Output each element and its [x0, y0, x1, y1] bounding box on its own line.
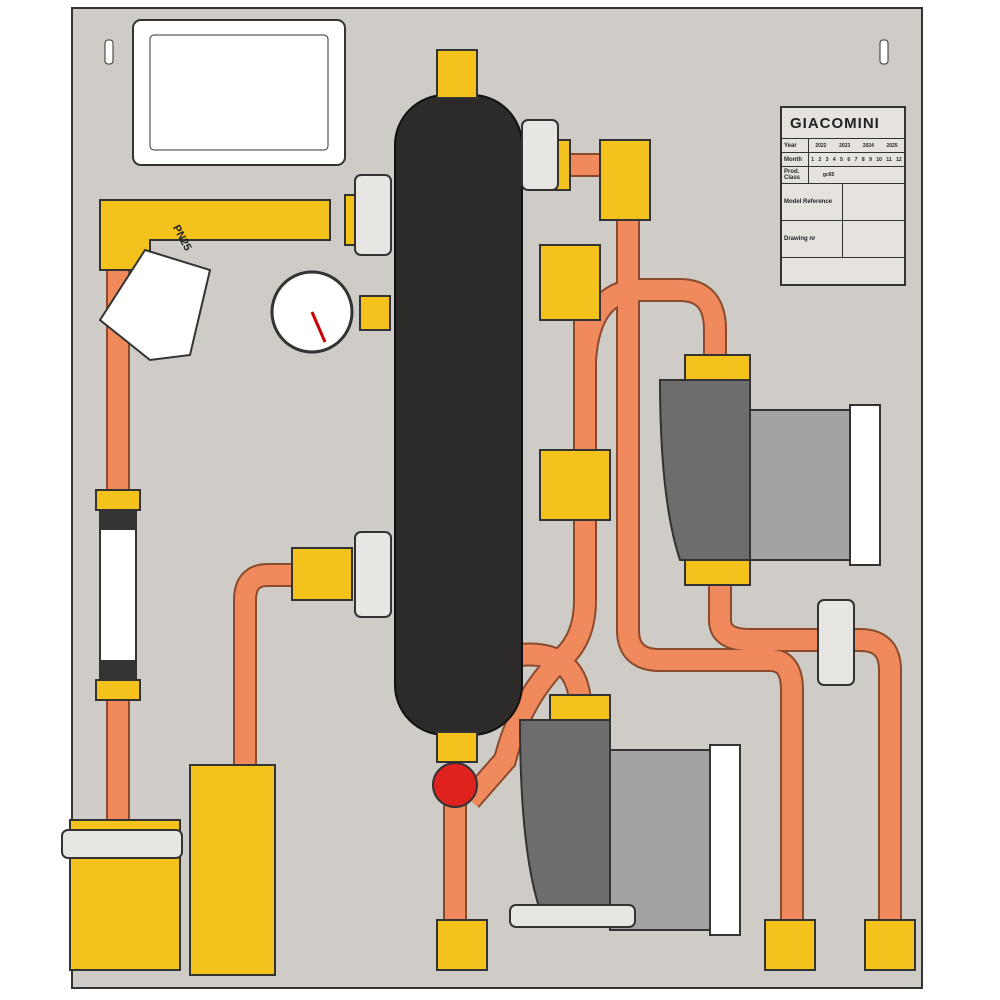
drain-fitting — [436, 731, 478, 763]
plate-year-row: Year 2022 2023 2024 2025 — [782, 139, 904, 153]
month-option: 5 — [840, 156, 843, 163]
filling-valve-handwheel[interactable] — [98, 248, 212, 362]
month-option: 2 — [818, 156, 822, 163]
model-reference-label: Model Reference — [782, 184, 843, 221]
mounting-slot-left — [104, 39, 114, 65]
identification-plate: GIACOMINI Year 2022 2023 2024 2025 Month… — [780, 106, 906, 286]
month-option: 11 — [886, 156, 892, 163]
year-option: 2023 — [839, 142, 851, 149]
junction-box-lid — [149, 34, 329, 151]
month-option: 3 — [825, 156, 829, 163]
year-option: 2024 — [862, 142, 874, 149]
pipe-clamps — [61, 119, 855, 859]
drawing-number-label: Drawing nr — [782, 221, 843, 258]
drawing-number-value — [843, 221, 904, 258]
plate-brand: GIACOMINI — [782, 108, 904, 139]
year-option: 2025 — [886, 142, 898, 149]
month-option: 4 — [832, 156, 836, 163]
hose-braid-bottom — [100, 660, 136, 680]
month-option: 8 — [861, 156, 865, 163]
month-option: 7 — [854, 156, 858, 163]
mounting-slot-right — [879, 39, 889, 65]
plate-class-row: Prod. Class gc65 — [782, 167, 904, 184]
hose-braid-top — [100, 510, 136, 530]
hydraulic-separator — [394, 94, 523, 736]
flexible-hose — [99, 509, 137, 681]
junction-box — [132, 19, 346, 166]
month-option: 1 — [811, 156, 814, 163]
pressure-gauge-needle — [310, 311, 327, 343]
month-option: 6 — [847, 156, 851, 163]
filling-valve-body — [99, 199, 331, 271]
circulator-pump-upper — [658, 379, 881, 566]
pump-control-head — [709, 744, 741, 936]
drain-ball-valve-handle[interactable] — [432, 762, 478, 808]
air-vent-valve — [436, 49, 478, 99]
month-option: 12 — [896, 156, 902, 163]
year-label: Year — [782, 139, 809, 152]
plate-month-row: Month 1 2 3 4 5 6 7 8 9 10 11 12 — [782, 153, 904, 167]
month-option: 10 — [876, 156, 882, 163]
month-label: Month — [782, 153, 809, 166]
class-label: Prod. Class — [782, 167, 809, 183]
circulator-pump-lower — [509, 719, 741, 936]
month-option: 9 — [869, 156, 872, 163]
model-reference-value — [843, 184, 904, 221]
pump-control-head — [849, 404, 881, 566]
year-option: 2022 — [815, 142, 827, 149]
class-value: gc65 — [822, 172, 835, 178]
